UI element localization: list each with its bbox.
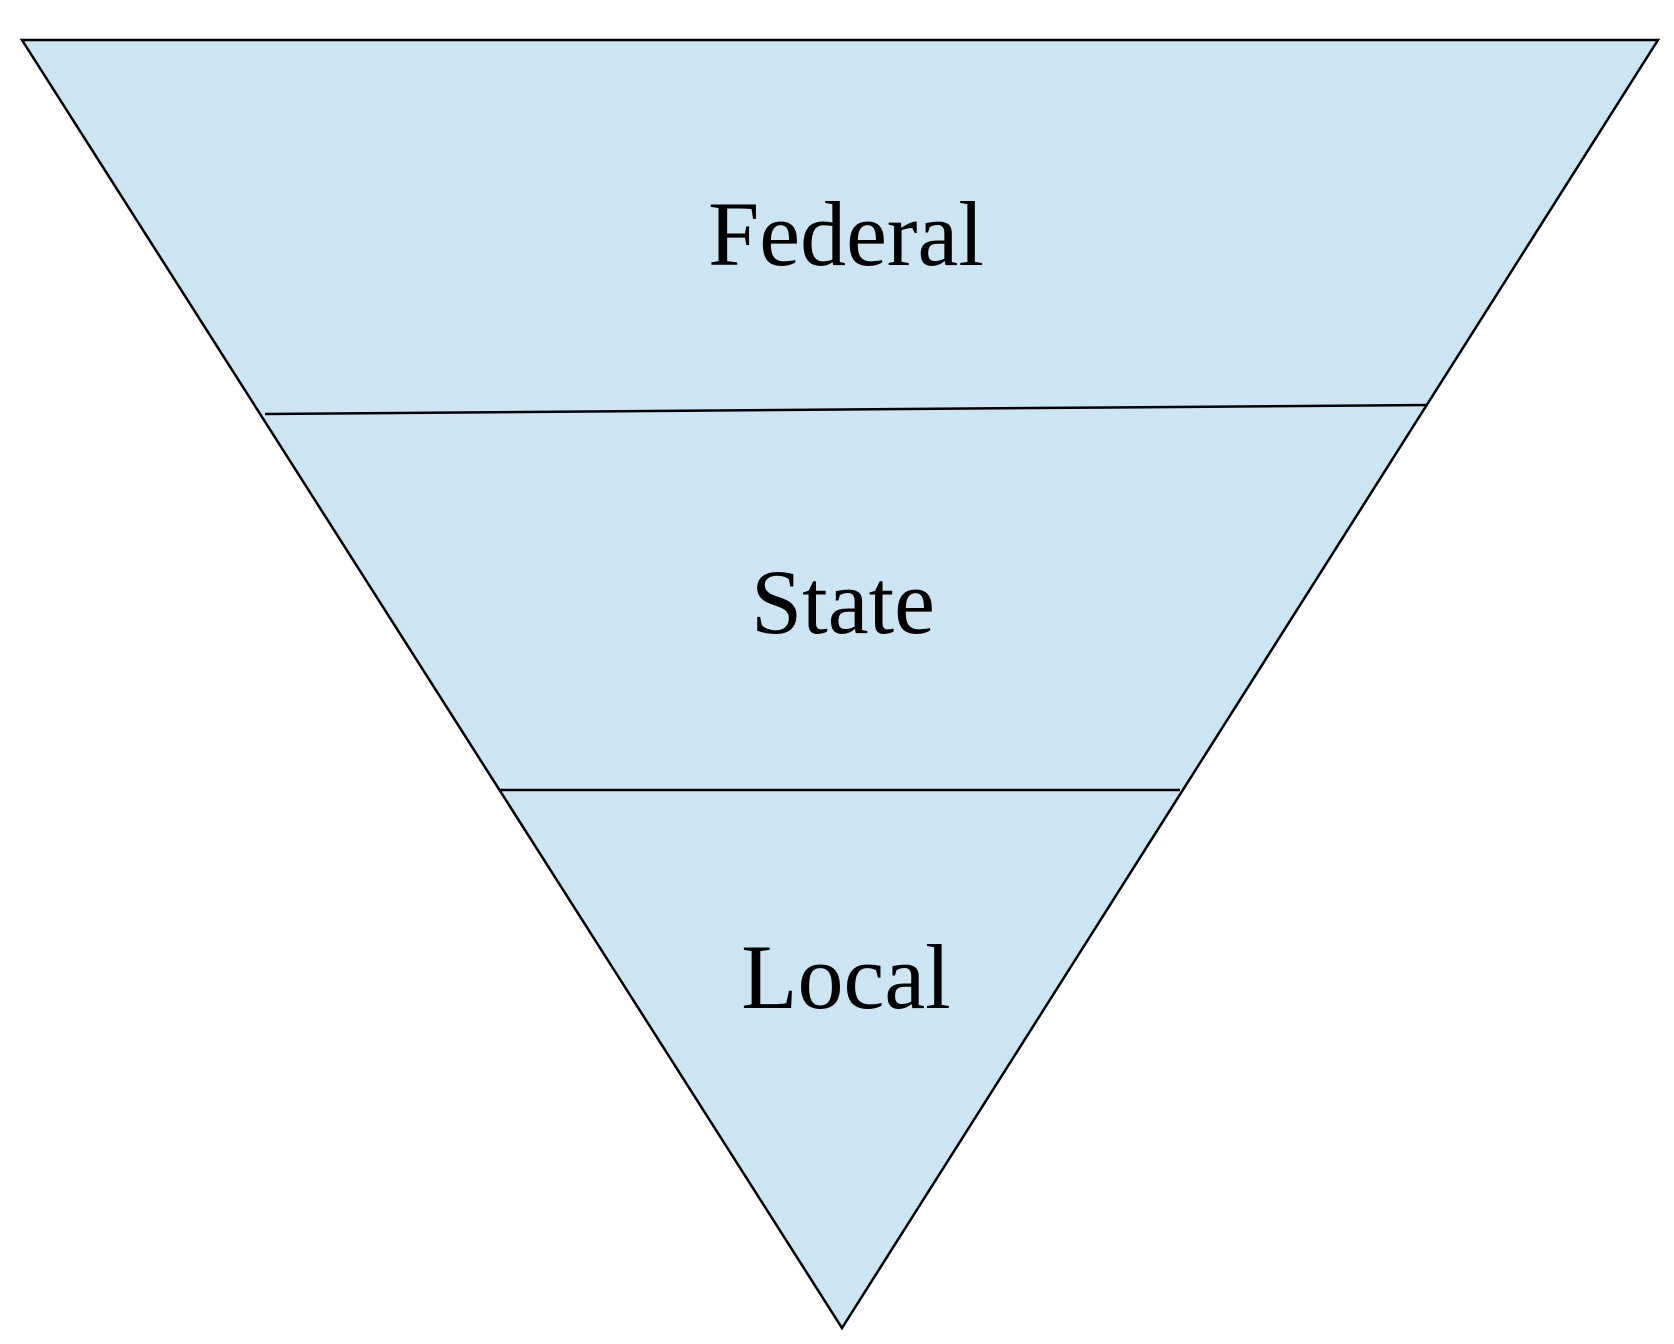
pyramid-triangle (19, 38, 1661, 1331)
tier-label-state: State (751, 551, 935, 653)
tier-label-local: Local (741, 926, 950, 1028)
divider-federal-state (264, 403, 1428, 416)
tier-label-federal: Federal (708, 183, 984, 285)
